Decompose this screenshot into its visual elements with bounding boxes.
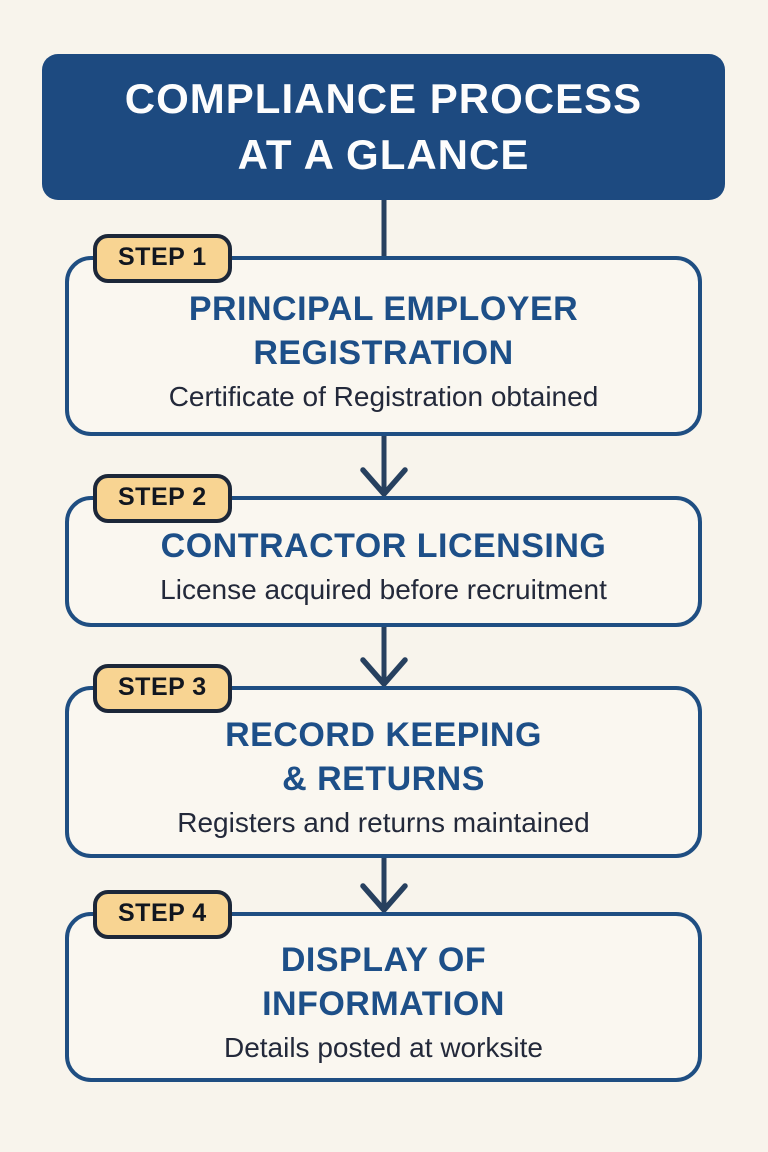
step-3-badge-label: STEP 3 [118, 673, 207, 701]
header-banner: COMPLIANCE PROCESS AT A GLANCE [42, 54, 725, 200]
arrow-down-icon-1 [360, 436, 408, 498]
step-1-badge: STEP 1 [93, 234, 232, 283]
arrow-down-icon-3 [360, 858, 408, 914]
step-3-title: RECORD KEEPING & RETURNS [225, 715, 542, 798]
step-4-badge-label: STEP 4 [118, 899, 207, 927]
page-title: COMPLIANCE PROCESS AT A GLANCE [124, 75, 643, 178]
step-2-subtitle: License acquired before recruitment [160, 574, 607, 606]
step-4-card: STEP 4 DISPLAY OF INFORMATION Details po… [65, 890, 702, 1082]
step-1-card: STEP 1 PRINCIPAL EMPLOYER REGISTRATION C… [65, 234, 702, 436]
step-3-subtitle: Registers and returns maintained [177, 806, 590, 838]
step-4-subtitle: Details posted at worksite [223, 1031, 544, 1063]
step-3-card: STEP 3 RECORD KEEPING & RETURNS Register… [65, 664, 702, 858]
step-3-badge: STEP 3 [93, 664, 232, 713]
step-2-badge: STEP 2 [93, 474, 232, 523]
connector-line-header-step1 [381, 200, 387, 256]
step-1-badge-label: STEP 1 [118, 243, 207, 271]
step-1-subtitle: Certificate of Registration obtained [168, 380, 599, 412]
step-4-badge: STEP 4 [93, 890, 232, 939]
step-2-card: STEP 2 CONTRACTOR LICENSING License acqu… [65, 474, 702, 627]
step-2-badge-label: STEP 2 [118, 483, 207, 511]
step-1-title: PRINCIPAL EMPLOYER REGISTRATION [188, 289, 579, 372]
arrow-down-icon-2 [360, 627, 408, 688]
step-2-title: CONTRACTOR LICENSING [160, 527, 607, 566]
step-4-title: DISPLAY OF INFORMATION [262, 940, 505, 1023]
